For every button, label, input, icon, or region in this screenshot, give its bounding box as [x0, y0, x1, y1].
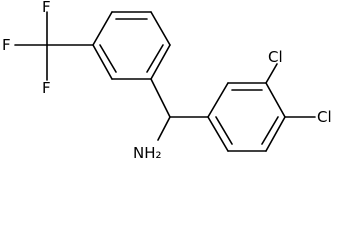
- chemical-structure: F F F NH₂ Cl Cl: [2, 0, 332, 162]
- bond: [207, 116, 229, 152]
- bond: [92, 44, 113, 80]
- double-bond-inner: [99, 44, 117, 73]
- chlorine-label-para: Cl: [317, 108, 332, 126]
- bond: [265, 63, 278, 84]
- bond: [150, 44, 171, 80]
- fluorine-label-top: F: [42, 0, 51, 16]
- fluorine-label-left: F: [2, 36, 11, 54]
- right-benzene-ring: [207, 82, 286, 152]
- chlorine-substituents: Cl Cl: [265, 48, 332, 126]
- amine-label: NH₂: [133, 144, 162, 162]
- trifluoromethyl-group: F F F: [2, 0, 94, 97]
- bond: [92, 11, 113, 46]
- bond: [265, 116, 286, 152]
- bond: [150, 11, 171, 46]
- double-bond-inner: [215, 116, 233, 145]
- bond: [265, 82, 286, 118]
- double-bond-inner: [261, 116, 279, 145]
- fluorine-label-bottom: F: [42, 79, 51, 97]
- bond: [207, 82, 229, 118]
- bond: [157, 116, 171, 141]
- benzylic-carbon-group: NH₂: [133, 78, 209, 162]
- left-benzene-ring: [92, 11, 171, 80]
- chlorine-label-meta: Cl: [268, 48, 283, 66]
- double-bond-inner: [146, 44, 164, 73]
- bond: [150, 78, 171, 118]
